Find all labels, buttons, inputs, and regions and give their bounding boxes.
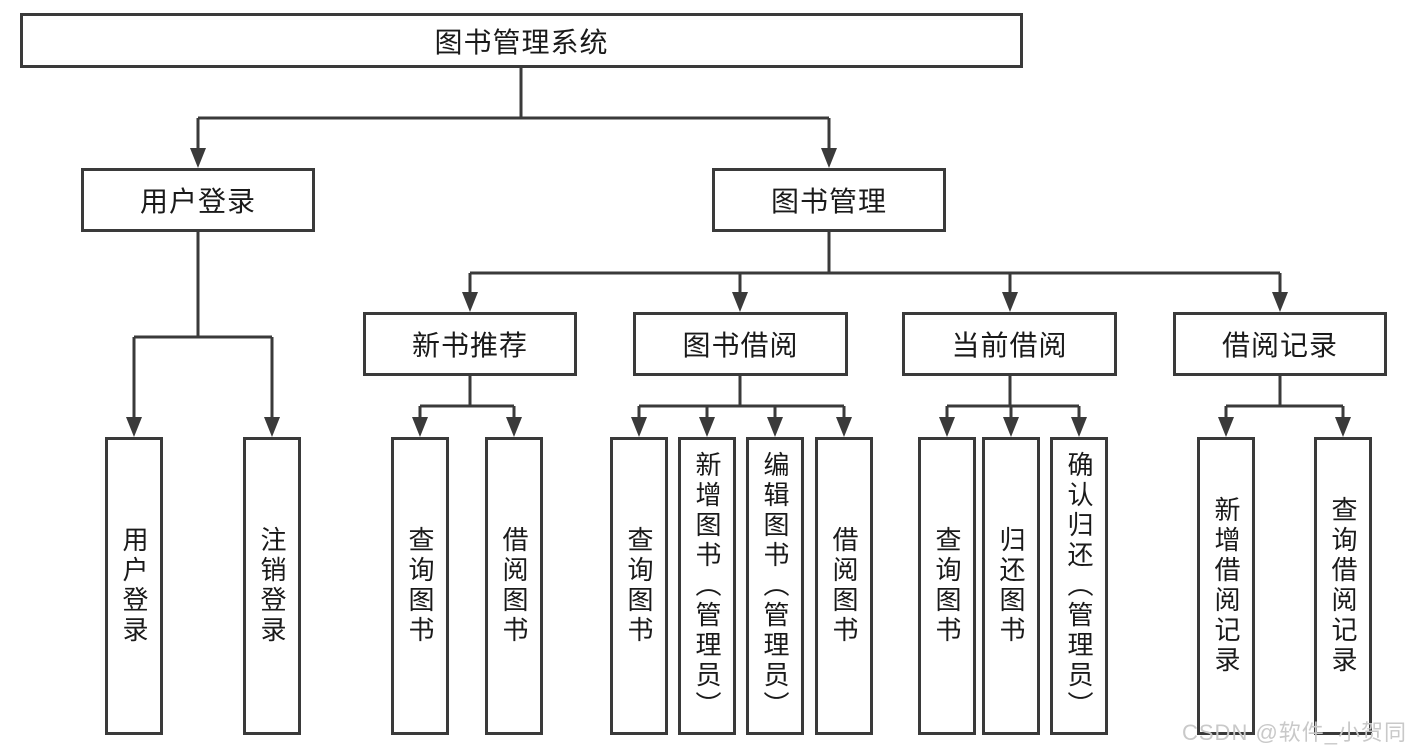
node-label: 用户登录 [119, 526, 149, 646]
node-label: 注销登录 [257, 526, 287, 646]
leaf-query-books-recommend: 查询图书 [391, 437, 449, 735]
connector-borrowing-records-to-leaves [1218, 376, 1351, 437]
node-label: 图书管理系统 [434, 26, 609, 58]
node-label: 查询图书 [405, 526, 435, 646]
leaf-borrow-books-recommend: 借阅图书 [485, 437, 543, 735]
node-label: 图书管理 [770, 186, 887, 217]
connector-new-book-recommendation-to-leaves [412, 376, 522, 437]
node-label: 新书推荐 [411, 330, 528, 361]
node-label: 借阅图书 [829, 526, 859, 646]
leaf-return-books: 归还图书 [982, 437, 1040, 735]
node-label: 用户登录 [139, 186, 256, 217]
node-root: 图书管理系统 [20, 13, 1023, 68]
leaf-edit-books-admin: 编辑图书（管理员） [746, 437, 804, 735]
connector-user-login-to-leaves [126, 232, 280, 437]
connector-current-borrowing-to-leaves [939, 376, 1087, 437]
leaf-logout: 注销登录 [243, 437, 301, 735]
leaf-confirm-return-admin: 确认归还（管理员） [1050, 437, 1108, 735]
leaf-query-books-current: 查询图书 [918, 437, 976, 735]
leaf-query-books-borrowing: 查询图书 [610, 437, 668, 735]
leaf-add-borrow-record: 新增借阅记录 [1197, 437, 1255, 735]
node-label: 查询图书 [932, 526, 962, 646]
csdn-watermark: CSDN @软件_小贺同学 [1182, 720, 1405, 745]
node-label: 新增图书（管理员） [692, 451, 722, 721]
connector-root-to-level2 [190, 68, 837, 168]
node-book-borrowing: 图书借阅 [633, 312, 848, 376]
node-label: 新增借阅记录 [1211, 496, 1241, 676]
leaf-borrow-books-borrowing: 借阅图书 [815, 437, 873, 735]
node-current-borrowing: 当前借阅 [902, 312, 1117, 376]
node-label: 查询图书 [624, 526, 654, 646]
node-user-login: 用户登录 [81, 168, 315, 232]
leaf-user-login: 用户登录 [105, 437, 163, 735]
leaf-add-books-admin: 新增图书（管理员） [678, 437, 736, 735]
node-label: 确认归还（管理员） [1064, 451, 1094, 721]
connector-book-management-to-level3 [462, 232, 1288, 312]
node-label: 当前借阅 [951, 330, 1068, 361]
node-label: 借阅图书 [499, 526, 529, 646]
connector-book-borrowing-to-leaves [631, 376, 852, 437]
leaf-query-borrow-record: 查询借阅记录 [1314, 437, 1372, 735]
node-label: 归还图书 [996, 526, 1026, 646]
node-label: 编辑图书（管理员） [760, 451, 790, 721]
node-label: 图书借阅 [682, 330, 799, 361]
node-label: 查询借阅记录 [1328, 496, 1358, 676]
node-borrowing-records: 借阅记录 [1173, 312, 1387, 376]
node-label: 借阅记录 [1221, 330, 1338, 361]
node-book-management: 图书管理 [712, 168, 946, 232]
node-new-book-recommendation: 新书推荐 [363, 312, 577, 376]
